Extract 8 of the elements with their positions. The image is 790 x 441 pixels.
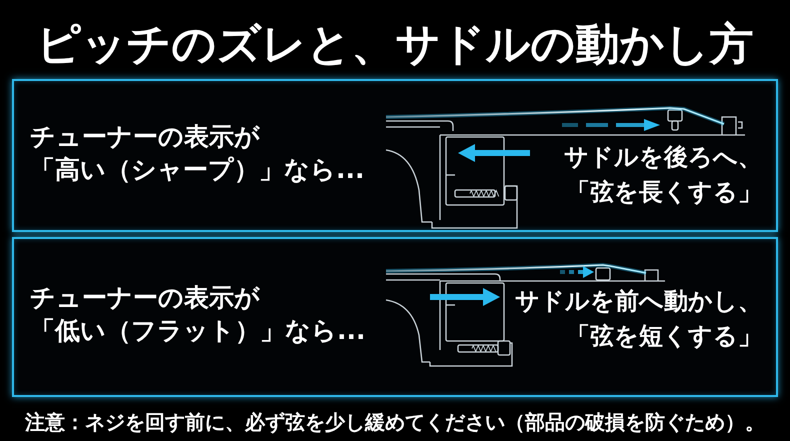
panel xyxy=(12,237,778,397)
instruction-text: サドルを後ろへ、「弦を長くする」 xyxy=(563,142,762,208)
slide-title: ピッチのズレと、サドルの動かし方 xyxy=(36,18,754,72)
instruction-text: サドルを前へ動かし、「弦を短くする」 xyxy=(514,286,762,352)
condition-text: チューナーの表示が「高い（シャープ）」なら... xyxy=(30,121,366,186)
caution-note: 注意：ネジを回す前に、必ず弦を少し緩めてください（部品の破損を防ぐため）。 xyxy=(25,410,765,434)
condition-text: チューナーの表示が「低い（フラット）」なら... xyxy=(30,282,366,347)
panel xyxy=(12,79,778,232)
